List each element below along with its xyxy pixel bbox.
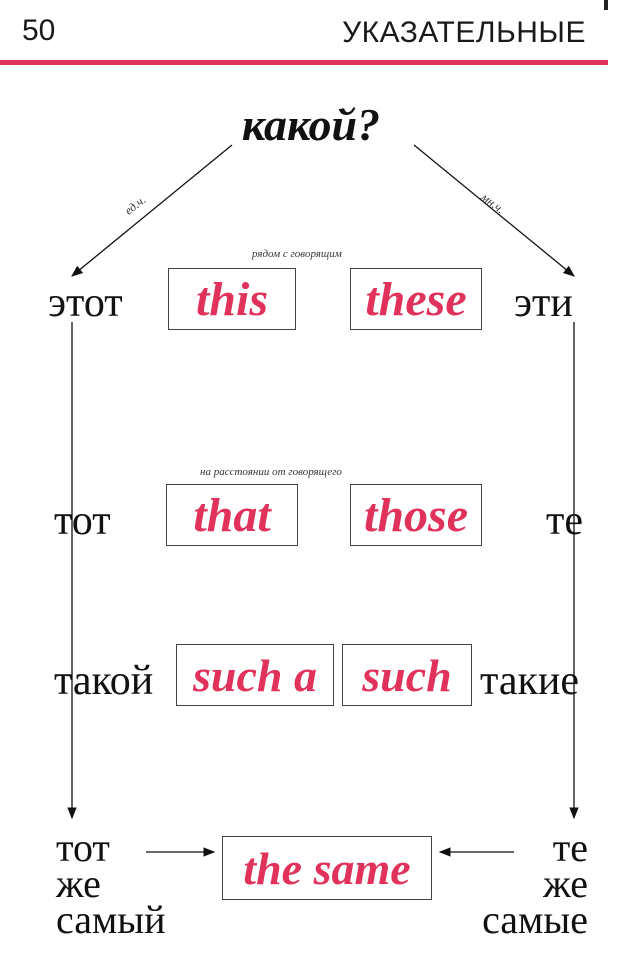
ru-tot-zhe-samyy: тот же самый xyxy=(56,825,166,942)
ru-takoy: такой xyxy=(54,658,154,704)
ru-te: те xyxy=(546,498,583,544)
ru-same-pl-line-3: самые xyxy=(482,897,588,942)
en-this-box: this xyxy=(168,268,296,330)
ru-same-pl-line-1: те xyxy=(552,825,588,870)
ru-eti: эти xyxy=(514,280,573,326)
header-rule xyxy=(0,60,608,65)
page-number: 50 xyxy=(22,14,56,47)
question-title: какой? xyxy=(241,99,381,150)
en-these-box: these xyxy=(350,268,482,330)
ru-same-line-2: же xyxy=(56,861,101,906)
ru-tot: тот xyxy=(54,498,111,544)
ru-etot: этот xyxy=(48,280,123,326)
far-caption: на расстоянии от говорящего xyxy=(200,466,342,478)
near-caption: рядом с говорящим xyxy=(252,248,342,260)
en-those-box: those xyxy=(350,484,482,546)
arrow-singular-branch xyxy=(71,144,233,277)
en-such-a-box: such a xyxy=(176,644,334,706)
section-title: УКАЗАТЕЛЬНЫЕ xyxy=(342,16,586,49)
arrow-plural-branch xyxy=(413,144,575,277)
en-such-box: such xyxy=(342,644,472,706)
en-the-same-box: the same xyxy=(222,836,432,900)
en-that-box: that xyxy=(166,484,298,546)
ru-takie: такие xyxy=(480,658,580,704)
ru-te-zhe-samye: те же самые xyxy=(460,825,588,942)
corner-mark xyxy=(604,0,608,10)
ru-same-pl-line-2: же xyxy=(543,861,588,906)
ru-same-line-1: тот xyxy=(56,825,110,870)
ru-same-line-3: самый xyxy=(56,897,166,942)
